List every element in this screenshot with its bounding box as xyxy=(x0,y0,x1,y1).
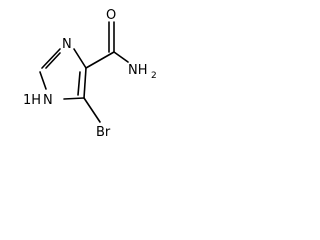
bond-c5-br xyxy=(83,97,101,123)
atom-nh2-label: NH xyxy=(128,63,148,78)
bond-c2-n3-double xyxy=(45,52,61,69)
atom-n1h-label: 1H xyxy=(23,93,41,108)
atom-o-label: O xyxy=(106,8,116,23)
bond-n1-c2 xyxy=(39,71,47,90)
atom-nh2-subscript: 2 xyxy=(151,71,157,81)
structure-drawing: N 1H N O NH 2 Br xyxy=(23,8,157,140)
bond-carbonyl-n xyxy=(113,51,129,63)
bond-n3-c2 xyxy=(41,48,61,69)
bond-c5-n1 xyxy=(63,97,85,100)
bond-c4-c5 xyxy=(83,67,87,99)
bond-c4-c5-double xyxy=(77,71,81,96)
atom-n3-label: N xyxy=(62,37,72,52)
bond-c4-carbonyl xyxy=(85,51,115,69)
atom-br-label: Br xyxy=(96,125,111,140)
atom-n1-label: N xyxy=(43,93,53,108)
bond-n3-c4 xyxy=(73,48,87,69)
